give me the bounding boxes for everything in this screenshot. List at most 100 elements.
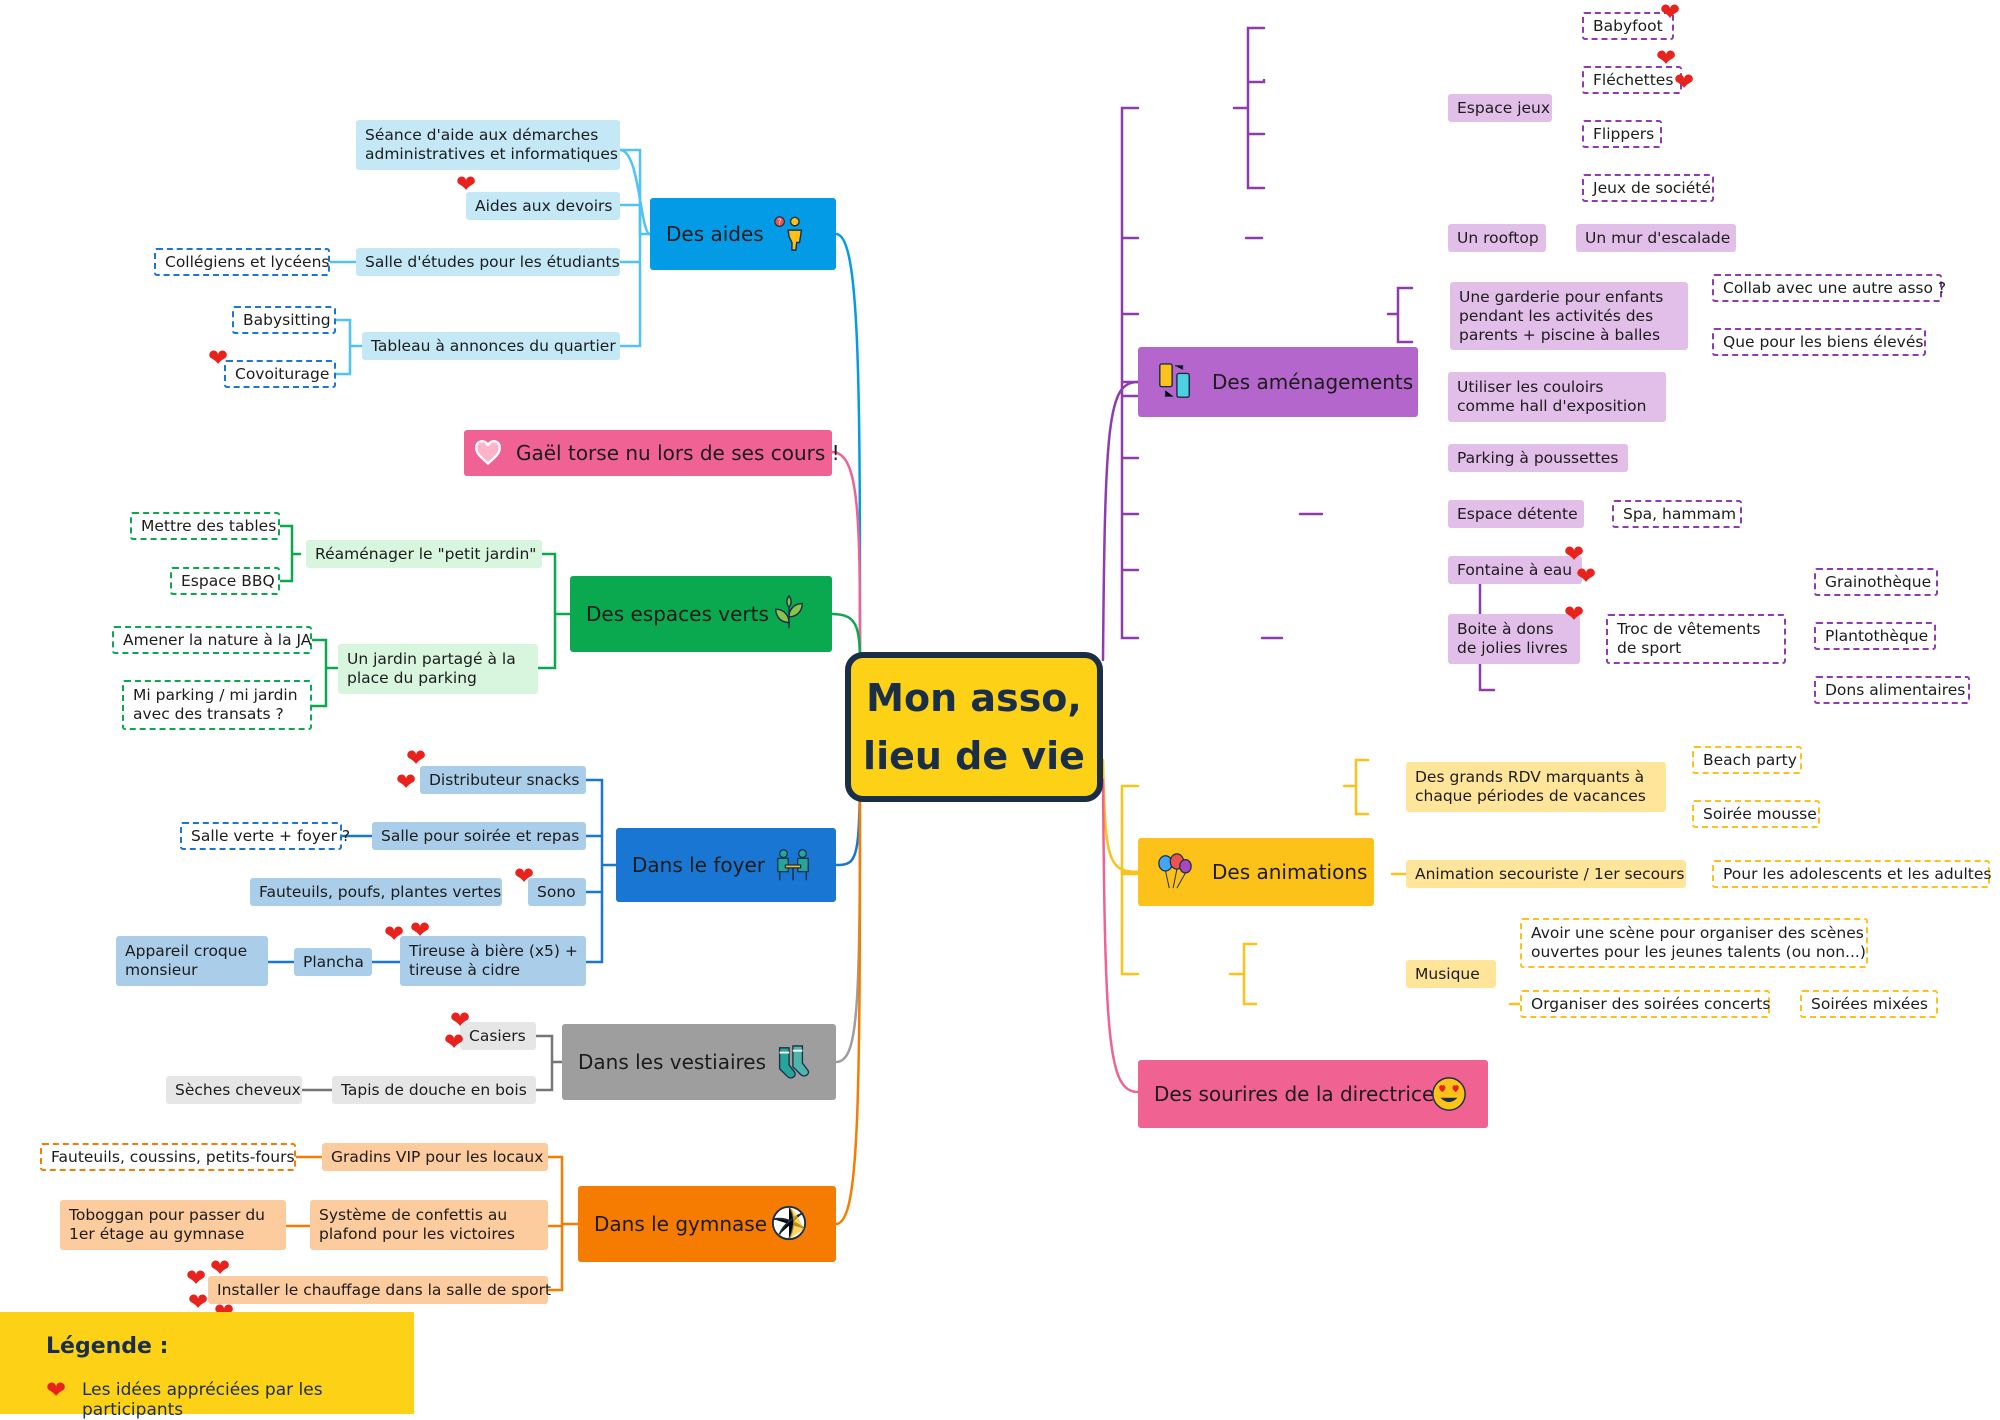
link-anim bbox=[1101, 758, 1140, 874]
anim-scene[interactable]: Avoir une scène pour organiser des scène… bbox=[1520, 918, 1868, 968]
amen-grainotheque[interactable]: Grainothèque bbox=[1814, 568, 1938, 596]
anim-secouriste[interactable]: Animation secouriste / 1er secours bbox=[1406, 860, 1686, 888]
socks-icon bbox=[778, 1045, 810, 1079]
heart-icon: ❤ bbox=[1674, 68, 1695, 96]
heart-icon: ❤ bbox=[1564, 540, 1585, 568]
heart-icon: ❤ bbox=[208, 344, 229, 372]
branch-vestiaires[interactable]: Dans les vestiaires bbox=[562, 1024, 836, 1100]
heart-icon: ❤ bbox=[188, 1288, 209, 1316]
amen-detente[interactable]: Espace détente bbox=[1448, 500, 1584, 528]
heart-icon: ❤ bbox=[384, 920, 405, 948]
amen-escalade[interactable]: Un mur d'escalade bbox=[1576, 224, 1736, 252]
amen-biens-eleves[interactable]: Que pour les biens élevés bbox=[1712, 328, 1926, 356]
aides-collegiens[interactable]: Collégiens et lycéens bbox=[154, 248, 330, 276]
people-table-icon bbox=[777, 849, 809, 881]
link-sour bbox=[1101, 778, 1140, 1094]
foyer-tireuse[interactable]: Tireuse à bière (x5) +tireuse à cidre bbox=[400, 936, 586, 986]
aides-devoirs[interactable]: Aides aux devoirs bbox=[466, 192, 620, 220]
branch-des-aides[interactable]: Des aides bbox=[650, 198, 836, 270]
link-gael bbox=[830, 450, 862, 670]
vest-casiers[interactable]: Casiers bbox=[460, 1022, 536, 1050]
aides-covoiturage[interactable]: Covoiturage bbox=[224, 360, 336, 388]
heart-icon: ❤ bbox=[456, 170, 477, 198]
link-amen bbox=[1101, 380, 1140, 662]
aides-babysitting[interactable]: Babysitting bbox=[232, 306, 336, 334]
amen-rooftop[interactable]: Un rooftop bbox=[1448, 224, 1546, 252]
central-topic: Mon asso, lieu de vie bbox=[845, 652, 1103, 802]
amen-flechettes[interactable]: Fléchettes bbox=[1582, 66, 1682, 94]
anim-soirees-mixees[interactable]: Soirées mixées bbox=[1800, 990, 1938, 1018]
aides-salle-etudes[interactable]: Salle d'études pour les étudiants bbox=[356, 248, 620, 276]
legend-title: Légende : bbox=[46, 1334, 169, 1359]
verts-petit-jardin[interactable]: Réaménager le "petit jardin" bbox=[306, 540, 542, 568]
helping-person-icon: ? bbox=[774, 216, 803, 251]
amen-plantotheque[interactable]: Plantothèque bbox=[1814, 622, 1936, 650]
vest-tapis[interactable]: Tapis de douche en bois bbox=[332, 1076, 536, 1104]
amen-espace-jeux[interactable]: Espace jeux bbox=[1448, 94, 1552, 122]
heart-icon: ❤ bbox=[1656, 44, 1677, 72]
amen-flippers[interactable]: Flippers bbox=[1582, 120, 1662, 148]
amen-collab[interactable]: Collab avec une autre asso ? bbox=[1712, 274, 1946, 302]
heart-icon: ❤ bbox=[514, 862, 535, 890]
vest-seches[interactable]: Sèches cheveux bbox=[166, 1076, 302, 1104]
foyer-sono[interactable]: Sono bbox=[528, 878, 586, 906]
anim-adolescents[interactable]: Pour les adolescents et les adultes bbox=[1712, 860, 1992, 888]
foyer-distributeur[interactable]: Distributeur snacks bbox=[420, 766, 586, 794]
center-line-1: Mon asso, bbox=[866, 676, 1082, 720]
gym-fauteuils[interactable]: Fauteuils, coussins, petits-fours bbox=[40, 1143, 296, 1171]
heart-icon: ❤ bbox=[1564, 600, 1585, 628]
verts-nature-ja[interactable]: Amener la nature à la JA bbox=[112, 626, 312, 654]
anim-musique[interactable]: Musique bbox=[1406, 960, 1496, 988]
phones-icon bbox=[1159, 363, 1190, 398]
legend-box: Légende : ❤ Les idées appréciées par les… bbox=[0, 1312, 414, 1420]
gym-chauffage[interactable]: Installer le chauffage dans la salle de … bbox=[208, 1276, 551, 1304]
aides-tableau[interactable]: Tableau à annonces du quartier bbox=[362, 332, 620, 360]
heart-icon: ❤ bbox=[1576, 562, 1597, 590]
legend-text: Les idées appréciées par les participant… bbox=[82, 1380, 323, 1420]
verts-bbq[interactable]: Espace BBQ bbox=[170, 567, 280, 595]
anim-soirees-concerts[interactable]: Organiser des soirées concerts bbox=[1520, 990, 1770, 1018]
amen-dons-alimentaires[interactable]: Dons alimentaires bbox=[1814, 676, 1970, 704]
heart-icon: ❤ bbox=[410, 916, 431, 944]
svg-text:?: ? bbox=[778, 217, 782, 226]
anim-beach-party[interactable]: Beach party bbox=[1692, 746, 1802, 774]
heart-icon: ❤ bbox=[186, 1264, 207, 1292]
heart-icon: ❤ bbox=[1660, 0, 1681, 26]
foyer-salle-soiree[interactable]: Salle pour soirée et repas bbox=[372, 822, 586, 850]
heart-icon: ❤ bbox=[450, 1006, 471, 1034]
volleyball-icon bbox=[771, 1205, 807, 1241]
center-line-2: lieu de vie bbox=[863, 734, 1085, 778]
balloons-icon bbox=[1158, 853, 1192, 889]
amen-spa[interactable]: Spa, hammam bbox=[1612, 500, 1742, 528]
heart-icon: ❤ bbox=[210, 1254, 231, 1282]
foyer-salle-verte[interactable]: Salle verte + foyer ? bbox=[180, 822, 350, 850]
branch-sourires[interactable]: Des sourires de la directrice bbox=[1138, 1060, 1488, 1128]
branch-animations[interactable]: Des animations bbox=[1138, 838, 1374, 906]
gym-gradins[interactable]: Gradins VIP pour les locaux bbox=[322, 1143, 548, 1171]
foyer-plancha[interactable]: Plancha bbox=[294, 948, 372, 976]
foyer-fauteuils[interactable]: Fauteuils, poufs, plantes vertes bbox=[250, 878, 502, 906]
amen-poussettes[interactable]: Parking à poussettes bbox=[1448, 444, 1628, 472]
branch-gymnase[interactable]: Dans le gymnase bbox=[578, 1186, 836, 1262]
branch-foyer[interactable]: Dans le foyer bbox=[616, 828, 836, 902]
heart-icon: ❤ bbox=[406, 744, 427, 772]
amen-jeux-societe[interactable]: Jeux de société bbox=[1582, 174, 1714, 202]
amen-babyfoot[interactable]: Babyfoot bbox=[1582, 12, 1674, 40]
amen-fontaine[interactable]: Fontaine à eau bbox=[1448, 556, 1582, 584]
verts-mettre-tables[interactable]: Mettre des tables bbox=[130, 512, 280, 540]
branch-gael[interactable]: Gaël torse nu lors de ses cours ! bbox=[464, 430, 840, 476]
anim-soiree-mousse[interactable]: Soirée mousse bbox=[1692, 800, 1820, 828]
heart-outline-icon bbox=[475, 440, 501, 466]
